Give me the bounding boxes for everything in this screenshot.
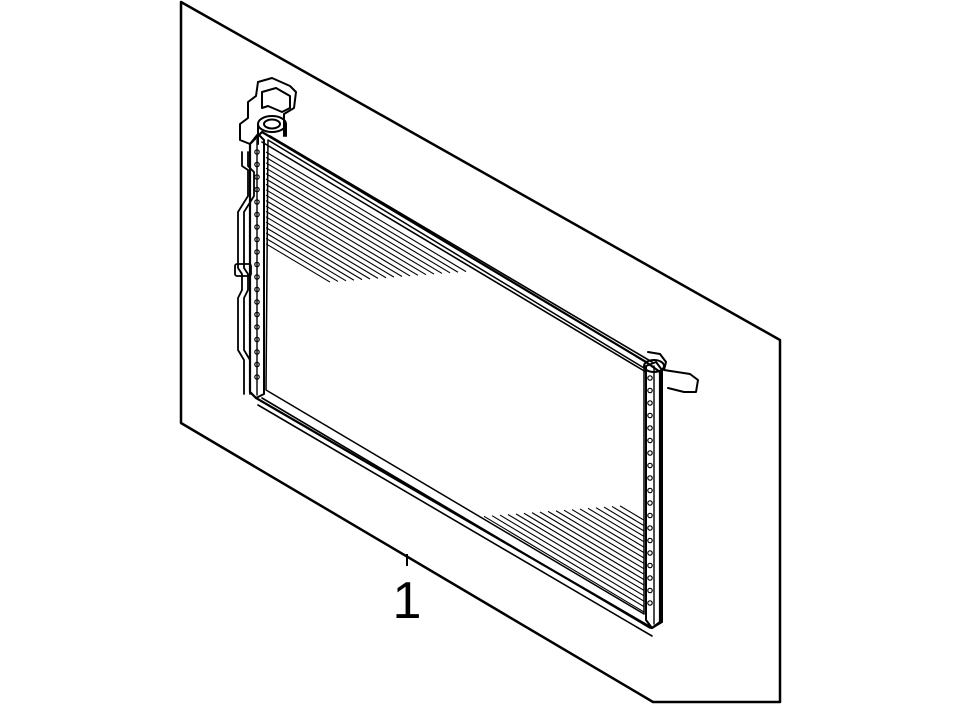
- fin-line: [499, 514, 645, 602]
- fin-line: [265, 167, 443, 274]
- header-hole: [254, 236, 260, 243]
- condenser-fins-bottom: [483, 505, 645, 613]
- fin-line: [265, 221, 363, 281]
- header-hole: [254, 299, 260, 305]
- bottom-rail: [257, 397, 653, 637]
- right-mounting-bracket: [643, 351, 699, 393]
- fin-line: [265, 216, 371, 280]
- condenser-assembly: [234, 77, 699, 637]
- fin-line: [531, 512, 645, 581]
- header-hole: [254, 286, 260, 293]
- fin-line: [265, 156, 459, 273]
- right-header-holes: [647, 375, 653, 606]
- fin-line: [571, 509, 645, 554]
- header-hole: [254, 349, 260, 355]
- header-hole: [254, 199, 260, 205]
- fin-line: [265, 194, 403, 278]
- fin-line: [265, 183, 419, 276]
- header-hole: [647, 487, 653, 494]
- header-hole: [254, 261, 260, 268]
- header-hole: [647, 537, 653, 544]
- header-hole: [254, 374, 260, 380]
- callout-label-1: 1: [393, 572, 422, 630]
- header-hole: [647, 587, 653, 594]
- header-hole: [647, 575, 653, 581]
- fin-line: [265, 162, 451, 274]
- header-hole: [254, 161, 260, 168]
- condenser-core-inner: [265, 139, 645, 615]
- header-hole: [254, 324, 260, 330]
- header-hole: [647, 525, 653, 531]
- fin-line: [265, 205, 387, 279]
- fin-line: [603, 506, 645, 532]
- fin-line: [515, 513, 645, 591]
- fin-line: [563, 509, 645, 559]
- condenser-fins-top: [265, 151, 467, 283]
- header-hole: [254, 249, 260, 255]
- fin-line: [265, 189, 411, 277]
- right-header-tank: [645, 361, 663, 629]
- background-panel: [179, 0, 782, 704]
- fin-line: [611, 505, 645, 527]
- top-left-inlet-fitting: [239, 77, 297, 145]
- header-hole: [254, 336, 260, 343]
- fin-line: [265, 173, 435, 275]
- fin-line: [265, 243, 331, 283]
- header-hole: [254, 311, 260, 318]
- header-hole: [254, 186, 260, 193]
- header-hole: [647, 412, 653, 419]
- header-hole: [647, 375, 653, 381]
- header-hole: [647, 425, 653, 431]
- receiver-drier-line: [234, 151, 255, 395]
- header-hole: [647, 462, 653, 469]
- header-hole: [647, 500, 653, 506]
- header-hole: [647, 475, 653, 481]
- fin-line: [619, 505, 645, 521]
- header-hole: [254, 211, 260, 218]
- header-hole: [647, 387, 653, 394]
- header-hole: [647, 437, 653, 444]
- header-hole: [647, 512, 653, 519]
- fin-line: [265, 237, 339, 282]
- fin-line: [265, 210, 379, 279]
- header-hole: [254, 274, 260, 280]
- header-hole: [647, 550, 653, 556]
- header-hole: [647, 400, 653, 406]
- top-rail: [261, 135, 653, 373]
- header-hole: [254, 361, 260, 368]
- fin-line: [491, 515, 645, 608]
- header-hole: [647, 562, 653, 569]
- fin-line: [265, 232, 347, 282]
- fin-line: [555, 510, 645, 564]
- fin-line: [265, 200, 395, 278]
- fin-line: [265, 178, 427, 276]
- header-hole: [254, 224, 260, 230]
- header-hole: [254, 149, 260, 155]
- fin-line: [265, 151, 467, 273]
- fin-line: [579, 508, 645, 548]
- fin-line: [507, 513, 645, 597]
- fin-line: [539, 511, 645, 575]
- fin-line: [587, 507, 645, 543]
- header-hole: [647, 450, 653, 456]
- fin-line: [595, 507, 645, 537]
- fin-line: [523, 512, 645, 586]
- fin-line: [265, 227, 355, 281]
- fin-line: [547, 510, 645, 570]
- fin-line: [483, 515, 645, 613]
- left-header-holes: [254, 149, 260, 380]
- header-hole: [254, 174, 260, 180]
- header-hole: [647, 600, 653, 606]
